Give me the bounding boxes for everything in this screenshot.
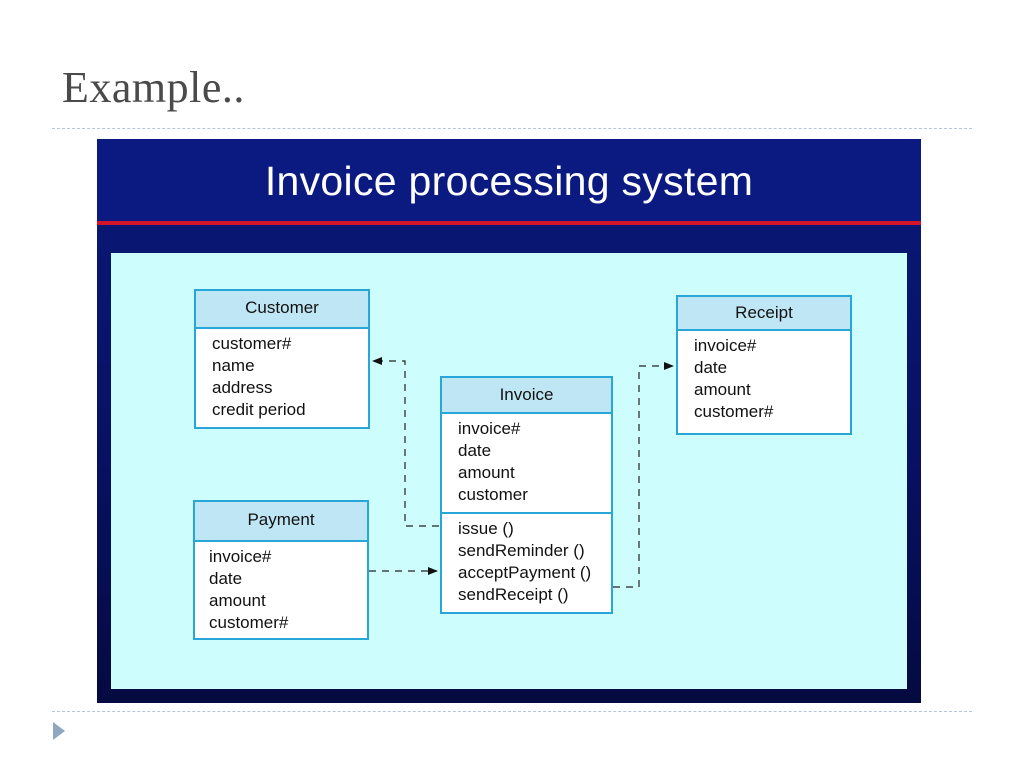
attribute: invoice# xyxy=(694,336,757,355)
class-customer-name: Customer xyxy=(196,291,368,329)
class-invoice: Invoice invoice# date amount customer is… xyxy=(440,376,613,614)
attribute: invoice# xyxy=(458,419,521,438)
class-invoice-attributes: invoice# date amount customer xyxy=(442,414,611,512)
attribute: amount xyxy=(209,591,266,610)
figure-title: Invoice processing system xyxy=(264,158,754,204)
operation: sendReminder () xyxy=(458,541,585,560)
attribute: address xyxy=(212,378,273,397)
diagram-figure: Invoice processing system Customer custo… xyxy=(97,139,921,703)
class-payment-attributes: invoice# date amount customer# xyxy=(195,542,367,634)
attribute: amount xyxy=(458,463,515,482)
operation: acceptPayment () xyxy=(458,563,592,582)
class-customer-attributes: customer# name address credit period xyxy=(196,329,368,421)
operation: issue () xyxy=(458,519,514,538)
class-receipt: Receipt invoice# date amount customer# xyxy=(676,295,852,435)
attribute: date xyxy=(458,441,492,460)
diagram-panel: Customer customer# name address credit p… xyxy=(111,253,907,689)
footer-divider xyxy=(52,711,972,712)
class-invoice-operations: issue () sendReminder () acceptPayment (… xyxy=(442,512,611,606)
attribute: customer# xyxy=(694,402,774,421)
class-receipt-attributes: invoice# date amount customer# xyxy=(678,331,850,423)
attribute: customer xyxy=(458,485,528,504)
figure-header: Invoice processing system xyxy=(97,139,921,221)
class-invoice-name: Invoice xyxy=(442,378,611,414)
attribute: credit period xyxy=(212,400,306,419)
attribute: date xyxy=(209,569,243,588)
title-divider xyxy=(52,128,972,129)
connector-invoice-receipt xyxy=(613,362,674,588)
figure-accent-line xyxy=(97,221,921,225)
attribute: amount xyxy=(694,380,751,399)
attribute: invoice# xyxy=(209,547,272,566)
connector-layer xyxy=(369,357,674,588)
class-customer: Customer customer# name address credit p… xyxy=(194,289,370,429)
operation: sendReceipt () xyxy=(458,585,569,604)
attribute: name xyxy=(212,356,255,375)
slide-title: Example.. xyxy=(62,63,245,112)
class-payment-name: Payment xyxy=(195,502,367,542)
connector-invoice-customer xyxy=(372,357,439,527)
attribute: customer# xyxy=(212,334,292,353)
attribute: customer# xyxy=(209,613,289,632)
class-receipt-name: Receipt xyxy=(678,297,850,331)
attribute: date xyxy=(694,358,728,377)
class-payment: Payment invoice# date amount customer# xyxy=(193,500,369,640)
bullet-triangle-icon xyxy=(53,722,65,740)
